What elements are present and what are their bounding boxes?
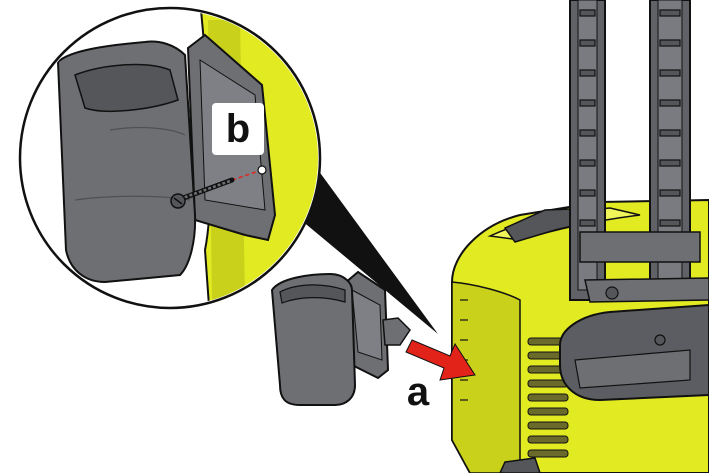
screw-icon [170,177,235,209]
handle-frame [559,0,709,402]
label-a: a [406,370,430,414]
detail-circle [18,6,322,310]
callout-wedge [295,170,438,334]
mount-direction-arrow [405,339,476,381]
label-b: b [212,103,264,155]
holder-accessory [270,270,411,406]
